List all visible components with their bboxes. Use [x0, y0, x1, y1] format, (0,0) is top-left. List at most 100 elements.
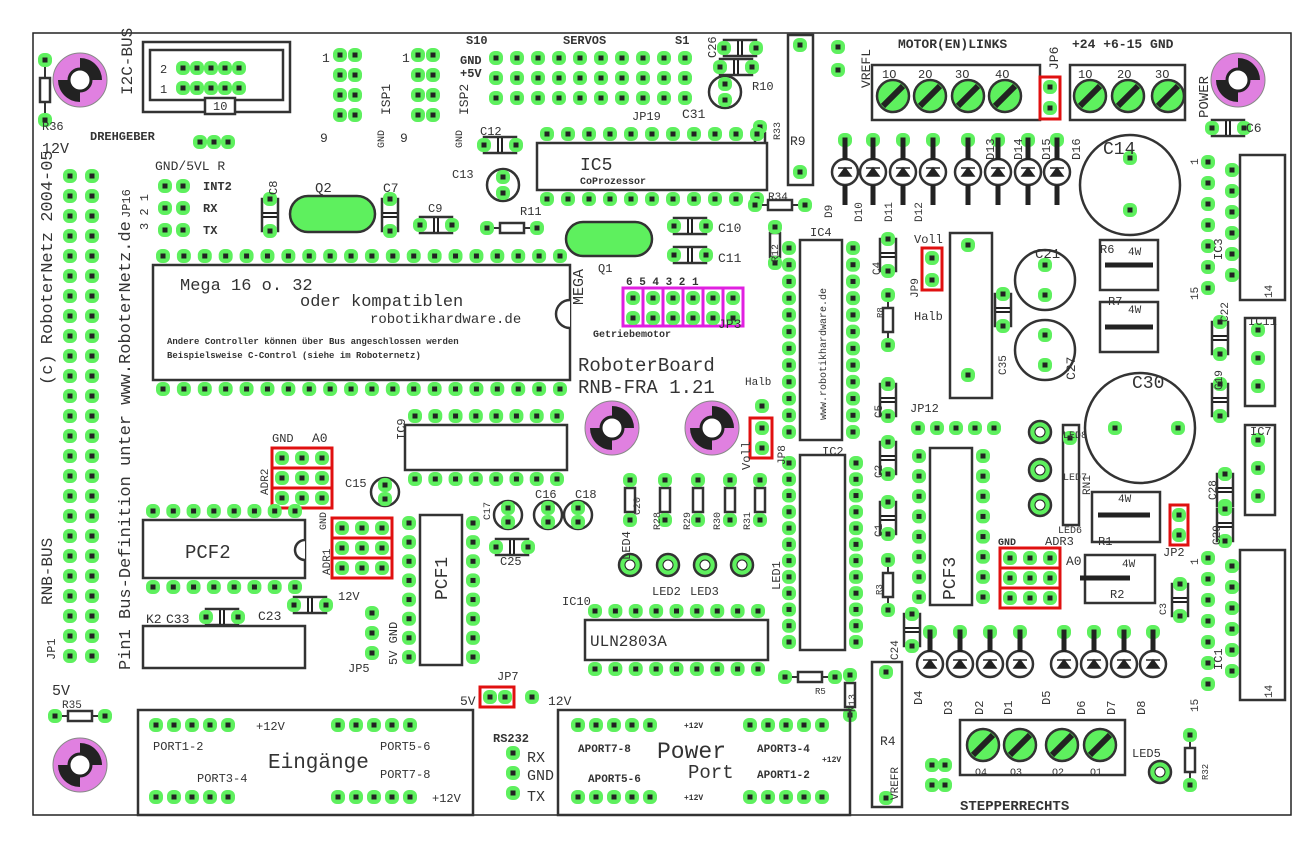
pad-drill — [352, 72, 358, 78]
led-lens — [624, 559, 636, 571]
pad-drill — [536, 253, 542, 259]
pad-drill — [1054, 137, 1060, 143]
pad-drill — [801, 722, 807, 728]
silkscreen-label-gndisp2: GND — [455, 130, 466, 148]
silkscreen-label-nine1: 9 — [320, 131, 328, 146]
silkscreen-label-r9: R9 — [790, 134, 806, 149]
pad-drill — [207, 722, 213, 728]
silkscreen-label-o2: O2 — [1052, 768, 1064, 779]
silkscreen-label-w4: 4W — [1122, 559, 1136, 571]
pad-drill — [189, 794, 195, 800]
pad-drill — [712, 131, 718, 137]
jumper-highlight — [748, 416, 774, 460]
pad-drill — [735, 666, 741, 672]
silkscreen-label-c27: C27 — [1064, 357, 1079, 380]
pad-drill — [714, 608, 720, 614]
capacitor-c30 — [1083, 371, 1197, 485]
pad-drill — [337, 72, 343, 78]
pad-drill — [853, 476, 859, 482]
pad-drill — [432, 386, 438, 392]
silkscreen-label-ic7: IC7 — [1250, 425, 1272, 439]
pad-drill — [244, 253, 250, 259]
diode-symbol — [1116, 658, 1132, 669]
pad-drill — [1027, 575, 1033, 581]
pad-drill — [1187, 732, 1193, 738]
silkscreen-label-vrefl: VREFL — [859, 49, 874, 88]
silkscreen-label-getriebe: Getriebemotor — [593, 329, 671, 341]
pad-drill — [359, 565, 365, 571]
silkscreen-label-d5: D5 — [1040, 691, 1054, 705]
pad-drill — [786, 558, 792, 564]
silkscreen-label-copy: (c) RoboterNetz 2004-05 — [39, 150, 58, 385]
pad-drill — [1000, 291, 1006, 297]
silkscreen-label-rnbbus: RNB-BUS — [39, 538, 57, 605]
silkscreen-label-gnd5vl: GND/5VL R — [155, 159, 225, 174]
pad-drill — [694, 666, 700, 672]
silkscreen-label-c16: C16 — [535, 488, 557, 502]
silkscreen-label-c11: C11 — [718, 251, 742, 266]
pad-drill — [544, 131, 550, 137]
pad-drill — [222, 85, 228, 91]
pad-drill — [470, 577, 476, 583]
pad-drill — [1229, 188, 1235, 194]
silkscreen-label-led4: LED4 — [620, 531, 634, 560]
pad-drill — [633, 608, 639, 614]
pad-drill — [754, 131, 760, 137]
pad-drill — [89, 193, 95, 199]
silkscreen-label-gnd1: GND — [319, 512, 330, 530]
diode-symbol — [1049, 166, 1065, 177]
pad-drill — [1047, 595, 1053, 601]
silkscreen-label-t3: 3O — [955, 68, 969, 82]
silkscreen-label-www: www.robotikhardware.de — [818, 288, 830, 420]
pad-drill — [819, 794, 825, 800]
silkscreen-label-r10: R10 — [752, 80, 774, 94]
pad-drill — [371, 794, 377, 800]
silkscreen-label-port78: PORT7-8 — [380, 768, 430, 782]
pad-drill — [353, 794, 359, 800]
pad-drill — [369, 386, 375, 392]
pad-drill — [730, 315, 736, 321]
pad-drill — [786, 606, 792, 612]
pad-drill — [189, 722, 195, 728]
diode-symbol — [960, 166, 976, 177]
silkscreen-label-adr2: ADR2 — [260, 469, 272, 495]
silkscreen-label-r33: R33 — [773, 122, 784, 140]
pad-drill — [236, 85, 242, 91]
pad-drill — [484, 225, 490, 231]
pad-drill — [415, 72, 421, 78]
pad-drill — [850, 429, 856, 435]
pad-drill — [411, 253, 417, 259]
pad-drill — [730, 295, 736, 301]
silkscreen-label-motor: MOTOR(EN)LINKS — [898, 37, 1007, 52]
pad-drill — [162, 205, 168, 211]
pad-drill — [786, 460, 792, 466]
pad-drill — [586, 131, 592, 137]
silkscreen-label-pcf2: PCF2 — [185, 542, 231, 564]
silkscreen-label-n15b: 15 — [1190, 699, 1202, 712]
pad-drill — [1027, 555, 1033, 561]
silkscreen-label-rb2: RNB-FRA 1.21 — [578, 377, 715, 399]
ic-package — [403, 423, 569, 472]
silkscreen-label-c22: C22 — [1220, 302, 1232, 322]
i2c-key — [203, 96, 237, 116]
pad-drill — [586, 196, 592, 202]
silkscreen-label-c21: C21 — [1035, 247, 1060, 263]
silkscreen-label-rb1: RoboterBoard — [578, 355, 715, 377]
ic1-driver — [1238, 548, 1287, 702]
pad-drill — [470, 635, 476, 641]
led-lens — [1154, 766, 1166, 778]
pad-drill — [264, 253, 270, 259]
pad-drill — [853, 460, 859, 466]
pad-drill — [556, 95, 562, 101]
pad-drill — [747, 722, 753, 728]
silkscreen-label-q1: Q1 — [598, 262, 612, 276]
pad-drill — [171, 722, 177, 728]
pad-drill — [1017, 629, 1023, 635]
pad-drill — [1205, 201, 1211, 207]
silkscreen-label-nine2: 9 — [400, 131, 408, 146]
silkscreen-label-jp3nums: 6 5 4 3 2 1 — [626, 277, 699, 289]
pad-drill — [319, 475, 325, 481]
pad-drill — [180, 85, 186, 91]
silkscreen-label-adr1: ADR1 — [322, 548, 334, 575]
silkscreen-label-r36: R36 — [42, 120, 64, 134]
